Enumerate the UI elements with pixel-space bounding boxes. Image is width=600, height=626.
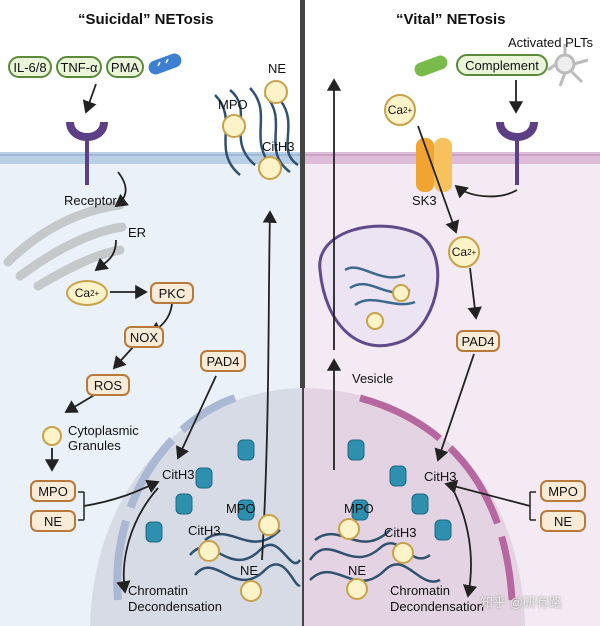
net-cith3-label: CitH3 xyxy=(262,139,295,154)
watermark: 知乎 @研有路 xyxy=(480,595,562,610)
right-nuc-ne-protein xyxy=(346,578,368,600)
left-receptor-icon xyxy=(66,121,108,185)
right-mpo-node: MPO xyxy=(540,480,586,502)
vesicle-icon xyxy=(318,224,440,347)
right-arrows xyxy=(326,78,531,598)
left-ne-node: NE xyxy=(30,510,76,532)
right-nuc-cith3-protein xyxy=(392,542,414,564)
granule-icon xyxy=(42,426,62,446)
left-title: “Suicidal” NETosis xyxy=(78,11,214,28)
net-ne-label: NE xyxy=(268,61,287,76)
left-chromatin-label-2: Decondensation xyxy=(128,599,222,614)
stimulus-pma: PMA xyxy=(106,56,144,78)
net-cith3-protein xyxy=(258,156,282,180)
left-nuc-cith3-protein xyxy=(198,540,220,562)
pkc-node: PKC xyxy=(150,282,194,304)
sk3-label: SK3 xyxy=(412,193,437,208)
ros-node: ROS xyxy=(86,374,130,396)
vesicle-protein-1 xyxy=(392,284,410,302)
divider xyxy=(300,0,305,626)
left-chromatin-label-1: Chromatin xyxy=(128,583,188,598)
sk3-channel-icon xyxy=(416,138,452,192)
right-pad4-node: PAD4 xyxy=(456,330,500,352)
left-nuc-cith3-label: CitH3 xyxy=(188,523,221,538)
right-nuc-mpo-label: MPO xyxy=(344,501,374,516)
right-nuc-ne-label: NE xyxy=(348,563,367,578)
right-receptor-icon xyxy=(496,121,538,185)
left-cith3-label: CitH3 xyxy=(162,467,195,482)
right-chromatin-label-2: Decondensation xyxy=(390,599,484,614)
net-ne-protein xyxy=(264,80,288,104)
right-nuc-cith3-label: CitH3 xyxy=(384,525,417,540)
left-nuc-mpo-label: MPO xyxy=(226,501,256,516)
bacterium-icon-right xyxy=(414,55,448,77)
platelet-icon xyxy=(547,44,589,87)
right-cith3-label: CitH3 xyxy=(424,469,457,484)
vesicle-label: Vesicle xyxy=(352,371,394,386)
granules-label-1: Cytoplasmic xyxy=(68,423,139,438)
right-nuc-mpo-protein xyxy=(338,518,360,540)
activated-plts-label: Activated PLTs xyxy=(508,35,594,50)
left-membrane xyxy=(0,152,302,164)
stimulus-tnf: TNF-α xyxy=(56,56,102,78)
bacterium-icon-left xyxy=(148,53,182,75)
right-title: “Vital” NETosis xyxy=(396,11,506,28)
complement-node: Complement xyxy=(456,54,548,76)
left-nuc-mpo-protein xyxy=(258,514,280,536)
er-icon xyxy=(3,200,127,291)
left-pad4-node: PAD4 xyxy=(200,350,246,372)
receptor-label: Receptor xyxy=(64,193,117,208)
nox-node: NOX xyxy=(124,326,164,348)
left-mpo-node: MPO xyxy=(30,480,76,502)
er-label: ER xyxy=(128,225,147,240)
net-mpo-protein xyxy=(222,114,246,138)
vesicle-protein-2 xyxy=(366,312,384,330)
left-nuc-ne-label: NE xyxy=(240,563,259,578)
stimulus-il68: IL-6/8 xyxy=(8,56,52,78)
right-ne-node: NE xyxy=(540,510,586,532)
right-chromatin-label-1: Chromatin xyxy=(390,583,450,598)
nucleosome-icons xyxy=(145,439,452,543)
left-nuc-ne-protein xyxy=(240,580,262,602)
net-mpo-label: MPO xyxy=(218,97,248,112)
granules-label-2: Granules xyxy=(68,438,121,453)
